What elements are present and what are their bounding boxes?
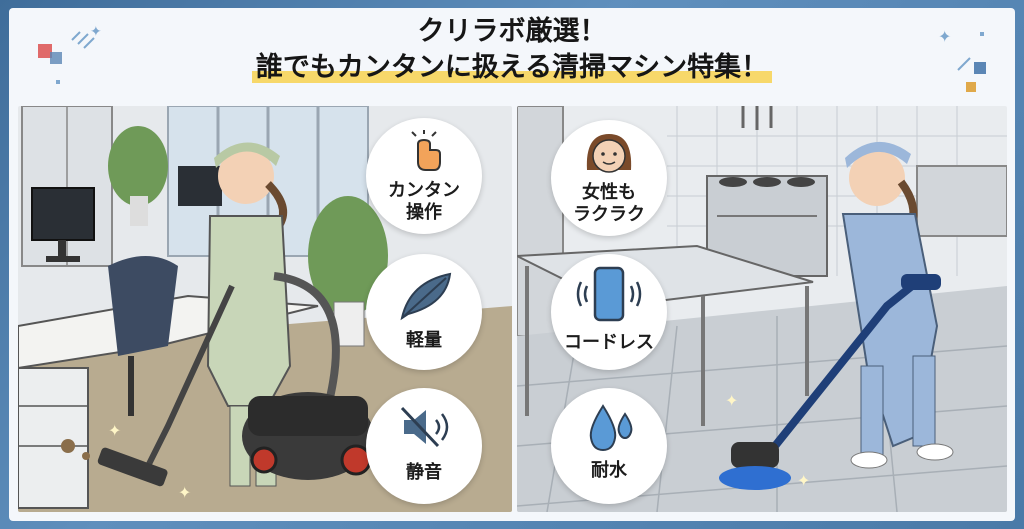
office-scene-panel: ✦ ✦ カンタン 操作 軽量 静音 — [18, 106, 512, 512]
title-block: クリラボ厳選！ 誰でもカンタンに扱える清掃マシン特集！ — [0, 14, 1024, 86]
svg-text:✦: ✦ — [797, 471, 810, 490]
feature-label-easy-line1: カンタン — [388, 180, 460, 201]
svg-text:✦: ✦ — [108, 421, 121, 440]
title-line-2: 誰でもカンタンに扱える清掃マシン特集！ — [255, 52, 769, 83]
kitchen-scene-panel: ✦ ✦ 女性も ラクラク コードレス 耐水 — [517, 106, 1007, 512]
feather-icon — [400, 272, 452, 321]
feature-label-easy-line2: 操作 — [406, 202, 442, 223]
woman-face-icon — [586, 134, 632, 173]
title-highlight — [251, 71, 773, 83]
svg-text:✦: ✦ — [725, 391, 738, 410]
hand-tap-icon — [411, 130, 441, 171]
feature-label-lightweight: 軽量 — [406, 330, 442, 351]
feature-label-women-line2: ラクラク — [573, 204, 645, 225]
corner-decoration-left: ✦ — [38, 24, 102, 84]
svg-text:✦: ✦ — [178, 483, 191, 502]
feature-badge-cordless: コードレス — [551, 254, 667, 370]
feature-label-cordless: コードレス — [564, 332, 654, 353]
corner-decoration-right: ✦ — [938, 27, 986, 92]
feature-badge-lightweight: 軽量 — [366, 254, 482, 370]
title-line-1: クリラボ厳選！ — [417, 16, 607, 47]
svg-text:✦: ✦ — [938, 27, 951, 46]
feature-badge-waterproof: 耐水 — [551, 388, 667, 504]
feature-badge-quiet: 静音 — [366, 388, 482, 504]
feature-label-waterproof: 耐水 — [591, 460, 627, 481]
water-drops-icon — [589, 404, 633, 452]
smartphone-icon — [576, 266, 642, 322]
feature-badge-easy-operation: カンタン 操作 — [366, 118, 482, 234]
feature-label-women-line1: 女性も — [582, 182, 636, 203]
feature-label-quiet: 静音 — [406, 462, 442, 483]
feature-badge-easy-for-women: 女性も ラクラク — [551, 120, 667, 236]
svg-text:✦: ✦ — [90, 24, 102, 40]
mute-icon — [400, 406, 449, 448]
